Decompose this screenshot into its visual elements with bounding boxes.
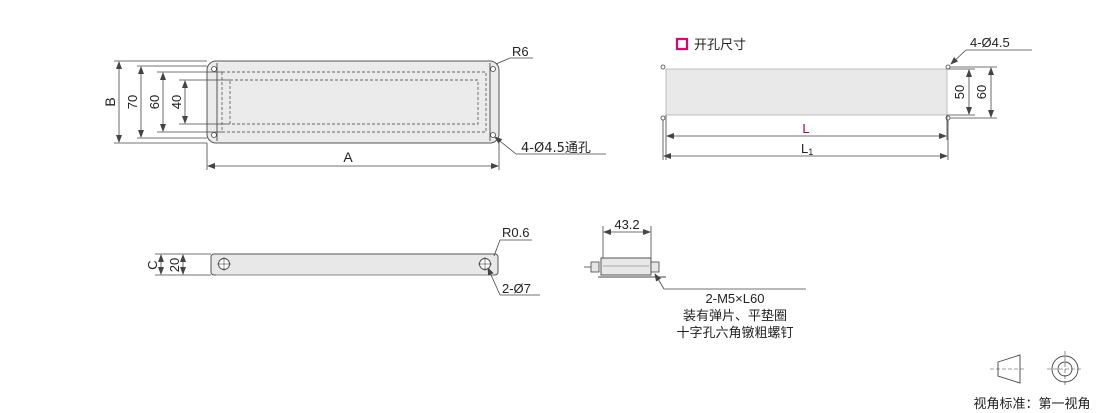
cutout-title-marker <box>675 37 689 51</box>
front-hole-bl <box>211 132 217 138</box>
cutout-view: 开孔尺寸 4-Ø4.5 L L1 50 60 <box>660 35 1032 160</box>
cutout-L1-sub: 1 <box>808 147 813 157</box>
side-view: R0.6 2-Ø7 C 20 <box>145 225 540 296</box>
cutout-hole-tl <box>660 64 666 70</box>
front-r6-label: R6 <box>512 44 529 59</box>
cutout-L1-label: L1 <box>801 141 813 157</box>
front-hole-leader <box>494 136 517 155</box>
cutout-rect <box>665 68 948 116</box>
cutout-L-label: L <box>802 121 809 136</box>
front-panel-outline <box>206 60 500 144</box>
cutout-hole-label: 4-Ø4.5 <box>970 35 1010 50</box>
end-view: 43.2 2-M5×L60 装有弹片、平垫圈 十字孔六角镦粗螺钉 <box>584 217 806 341</box>
end-43-label: 43.2 <box>614 217 639 232</box>
side-r-label: R0.6 <box>502 225 529 240</box>
front-b-label: B <box>102 97 118 106</box>
projection-circle-icon <box>1047 351 1083 387</box>
end-screw-line2: 装有弹片、平垫圈 <box>683 308 787 324</box>
front-a-label: A <box>343 149 353 165</box>
front-40-label: 40 <box>169 95 184 109</box>
side-hole-leader <box>487 267 501 296</box>
front-70-label: 70 <box>125 95 140 109</box>
front-hole-tl <box>211 66 217 72</box>
side-hole-label: 2-Ø7 <box>502 281 531 296</box>
front-hole-label: 4-Ø4.5通孔 <box>521 141 591 156</box>
front-hole-tr <box>490 66 496 72</box>
end-right-block <box>650 261 660 273</box>
front-window-outer <box>221 71 487 133</box>
side-right-hole <box>478 257 492 271</box>
cutout-title: 开孔尺寸 <box>694 38 746 53</box>
end-screw-leader <box>654 273 665 290</box>
end-screw-head <box>590 261 600 273</box>
projection-symbol: 视角标准：第一视角 <box>973 351 1091 412</box>
cutout-hole-tr <box>945 64 951 70</box>
cutout-hole-bl <box>660 115 666 121</box>
projection-label: 视角标准：第一视角 <box>973 397 1090 412</box>
side-left-hole <box>217 257 231 271</box>
projection-trapezoid-icon <box>990 354 1026 384</box>
end-screw-line1: 2-M5×L60 <box>706 291 765 306</box>
cutout-50-label: 50 <box>952 85 967 99</box>
end-body <box>600 257 652 276</box>
end-screw-line3: 十字孔六角镦粗螺钉 <box>676 325 793 341</box>
front-60-label: 60 <box>147 95 162 109</box>
side-body <box>210 253 499 276</box>
side-r-leader <box>493 239 501 257</box>
side-c-label: C <box>145 260 160 269</box>
side-20-label: 20 <box>167 258 182 272</box>
front-window-inner <box>229 79 479 125</box>
front-r6-leader <box>495 57 511 65</box>
front-mount-holes <box>211 66 496 138</box>
cutout-hole-leader <box>950 49 967 65</box>
cutout-L1-main: L <box>801 141 808 156</box>
front-view: R6 4-Ø4.5通孔 A B 70 60 40 <box>102 44 606 170</box>
front-hole-br <box>490 132 496 138</box>
cutout-60-label: 60 <box>974 85 989 99</box>
